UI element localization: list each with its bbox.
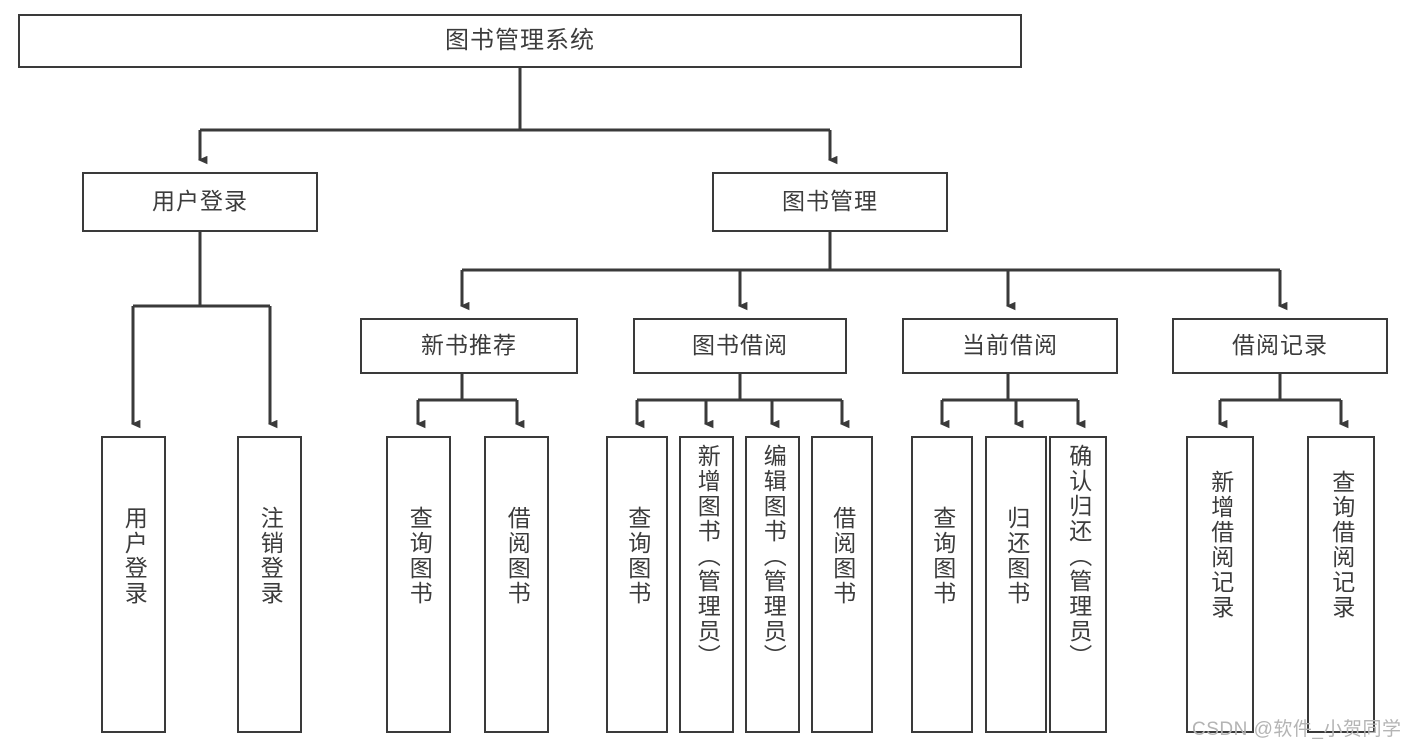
node-label: 确认归还（管理员） <box>1065 444 1092 669</box>
node-label: 查询借阅记录 <box>1328 470 1355 620</box>
csdn-watermark: CSDN @软件_小贺同学 <box>1192 719 1402 740</box>
leaf-query-borrow-record[interactable]: 查询借阅记录 <box>1307 436 1375 733</box>
node-label: 查询图书 <box>929 506 956 606</box>
leaf-return-book[interactable]: 归还图书 <box>985 436 1047 733</box>
leaf-query-book-current[interactable]: 查询图书 <box>911 436 973 733</box>
node-label: 归还图书 <box>1003 506 1030 606</box>
node-label: 借阅记录 <box>1232 332 1328 359</box>
node-label: 图书管理 <box>782 188 878 215</box>
leaf-borrow-book[interactable]: 借阅图书 <box>811 436 873 733</box>
node-book-borrow[interactable]: 图书借阅 <box>633 318 847 374</box>
node-label: 借阅图书 <box>829 506 856 606</box>
node-label: 查询图书 <box>624 506 651 606</box>
node-label: 当前借阅 <box>962 332 1058 359</box>
node-label: 新增图书（管理员） <box>694 444 721 669</box>
node-root-system[interactable]: 图书管理系统 <box>18 14 1022 68</box>
leaf-logout[interactable]: 注销登录 <box>237 436 302 733</box>
node-label: 图书管理系统 <box>445 26 595 54</box>
node-label: 图书借阅 <box>692 332 788 359</box>
leaf-edit-book-admin[interactable]: 编辑图书（管理员） <box>745 436 800 733</box>
leaf-query-book-recommend[interactable]: 查询图书 <box>386 436 451 733</box>
node-label: 注销登录 <box>257 506 284 606</box>
node-borrow-record[interactable]: 借阅记录 <box>1172 318 1388 374</box>
leaf-add-book-admin[interactable]: 新增图书（管理员） <box>679 436 734 733</box>
leaf-borrow-book-recommend[interactable]: 借阅图书 <box>484 436 549 733</box>
node-label: 查询图书 <box>406 506 433 606</box>
node-current-borrow[interactable]: 当前借阅 <box>902 318 1118 374</box>
node-book-management[interactable]: 图书管理 <box>712 172 948 232</box>
node-user-login[interactable]: 用户登录 <box>82 172 318 232</box>
leaf-query-book-borrow[interactable]: 查询图书 <box>606 436 668 733</box>
node-new-book-recommend[interactable]: 新书推荐 <box>360 318 578 374</box>
node-label: 编辑图书（管理员） <box>760 444 787 669</box>
leaf-user-login[interactable]: 用户登录 <box>101 436 166 733</box>
leaf-confirm-return-admin[interactable]: 确认归还（管理员） <box>1049 436 1107 733</box>
node-label: 借阅图书 <box>504 506 531 606</box>
node-label: 用户登录 <box>121 506 148 606</box>
node-label: 新增借阅记录 <box>1207 470 1234 620</box>
leaf-add-borrow-record[interactable]: 新增借阅记录 <box>1186 436 1254 733</box>
node-label: 用户登录 <box>152 188 248 215</box>
node-label: 新书推荐 <box>421 332 517 359</box>
